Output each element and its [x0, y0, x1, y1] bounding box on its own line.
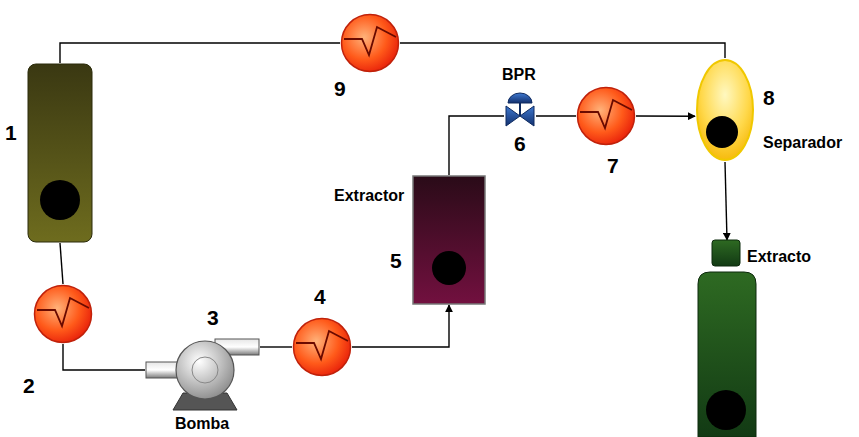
pump-impeller	[192, 357, 218, 383]
heat-exchanger-coil	[344, 27, 396, 55]
pipe-connector	[63, 344, 145, 370]
pump: 3Bomba	[145, 335, 260, 410]
heat-exchanger: 2	[33, 284, 93, 344]
pipe-connector	[60, 43, 340, 63]
separator-body	[697, 60, 753, 160]
callout-number: 8	[763, 86, 775, 109]
callout-number: 2	[23, 374, 35, 397]
co2-tank: 1	[27, 63, 93, 243]
pipe-connector	[449, 116, 504, 175]
component-label: Extractor	[334, 187, 404, 205]
bottle-body	[698, 272, 756, 437]
heat-exchanger: 7	[576, 86, 636, 146]
component-label: Separador	[763, 134, 842, 152]
heat-exchanger-coil	[580, 100, 632, 128]
separator-dot	[706, 116, 738, 148]
extractor-body	[413, 176, 485, 304]
extractor-vessel: Extractor5	[412, 175, 486, 305]
callout-number: 5	[390, 249, 402, 272]
pipe-connector	[60, 243, 63, 284]
heat-exchanger-shape	[576, 86, 636, 146]
callout-number: 1	[5, 121, 17, 144]
back-pressure-regulator: BPR6	[504, 92, 536, 128]
callout-number: 4	[314, 285, 326, 308]
tank-body	[28, 64, 92, 242]
component-label: BPR	[502, 66, 536, 84]
pump-shape	[145, 335, 260, 410]
pipe-connector	[636, 115, 695, 117]
callout-number: 9	[334, 77, 346, 100]
separator-vessel: 8Separador	[695, 58, 755, 162]
heat-exchanger-body	[294, 319, 351, 376]
heat-exchanger: 4	[292, 317, 352, 377]
heat-exchanger-shape	[292, 317, 352, 377]
pipe-connector	[352, 305, 449, 347]
bpr-stem	[519, 103, 521, 116]
heat-exchanger-body	[35, 286, 92, 343]
heat-exchanger: 9	[340, 13, 400, 73]
back-pressure-regulator-shape	[504, 92, 536, 128]
heat-exchanger-coil	[37, 298, 89, 326]
pipe-connector	[400, 43, 725, 58]
bottle-neck	[712, 240, 740, 266]
bpr-valve-body	[506, 106, 534, 126]
callout-number: 6	[514, 132, 526, 155]
pump-body	[176, 341, 234, 399]
bpr-actuator	[508, 93, 532, 103]
heat-exchanger-body	[342, 15, 399, 72]
separator-vessel-shape	[695, 58, 755, 162]
callout-number: 7	[607, 154, 619, 177]
pipe-connector	[725, 162, 727, 240]
heat-exchanger-shape	[340, 13, 400, 73]
extract-bottle: Extracto	[697, 240, 757, 437]
pipe-connector	[536, 115, 576, 116]
component-label: Extracto	[747, 248, 811, 266]
extractor-dot	[432, 251, 466, 285]
tank-dot	[40, 180, 80, 220]
heat-exchanger-body	[578, 88, 635, 145]
component-label: Bomba	[175, 415, 229, 433]
pipe-connector	[260, 346, 292, 347]
extractor-vessel-shape	[412, 175, 486, 305]
heat-exchanger-shape	[33, 284, 93, 344]
co2-tank-shape	[27, 63, 93, 243]
bottle-dot	[706, 390, 746, 430]
heat-exchanger-coil	[296, 331, 348, 359]
callout-number: 3	[207, 306, 219, 329]
extract-bottle-shape	[697, 240, 757, 437]
